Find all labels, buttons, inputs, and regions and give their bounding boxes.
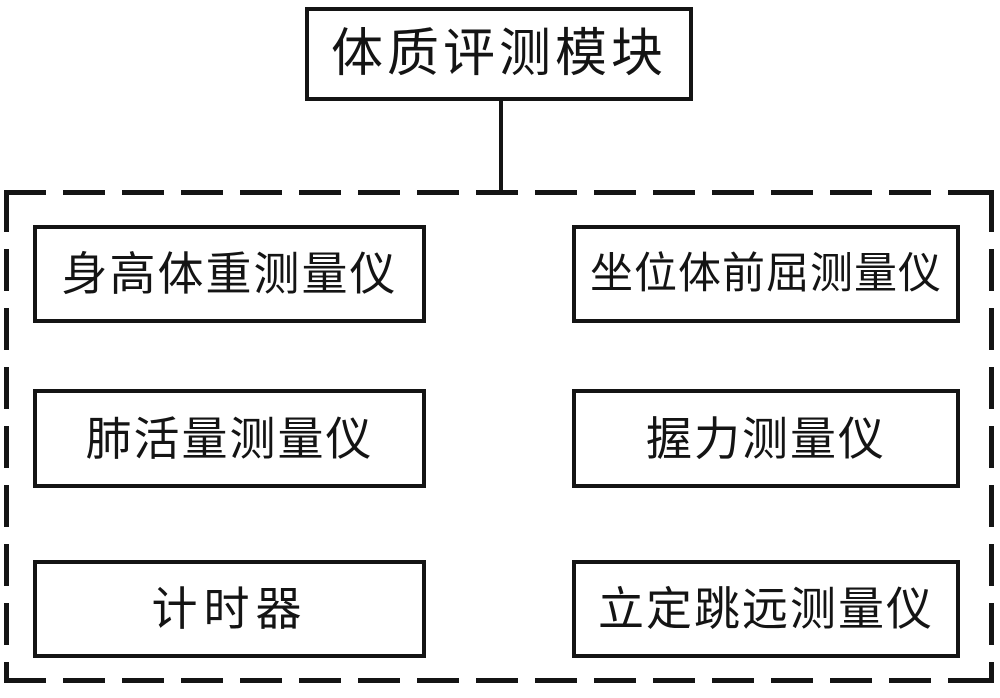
node-label: 身高体重测量仪 [61,247,398,301]
node-label: 体质评测模块 [330,24,667,84]
node-grip-strength-meter: 握力测量仪 [572,389,960,488]
node-label: 握力测量仪 [646,411,886,466]
node-lung-capacity-meter: 肺活量测量仪 [33,389,426,488]
node-label: 立定跳远测量仪 [598,582,934,636]
node-height-weight-meter: 身高体重测量仪 [33,225,426,323]
node-label: 计时器 [151,582,308,636]
node-physique-evaluation-module: 体质评测模块 [305,7,693,101]
node-label: 肺活量测量仪 [85,411,374,466]
device-group-container: 身高体重测量仪 坐位体前屈测量仪 肺活量测量仪 握力测量仪 计时器 立定跳远测量… [4,190,994,683]
connector-line [499,101,503,190]
node-standing-long-jump-meter: 立定跳远测量仪 [572,560,960,658]
node-sit-and-reach-meter: 坐位体前屈测量仪 [572,225,960,323]
node-timer: 计时器 [33,560,426,658]
node-label: 坐位体前屈测量仪 [590,248,942,299]
